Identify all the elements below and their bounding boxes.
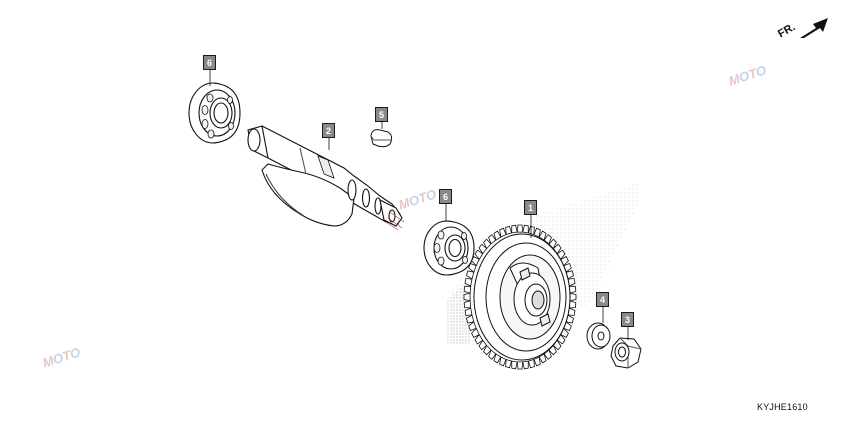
gear-tooth [466, 270, 475, 280]
right-bearing [423, 220, 475, 276]
gear-tooth [516, 361, 524, 370]
diagram-code: KYJHE1610 [757, 402, 808, 412]
gear-tooth [538, 353, 547, 364]
gear-tooth [468, 262, 477, 273]
gear-tooth [463, 292, 471, 302]
front-direction-arrow [800, 18, 828, 38]
gear-tooth [471, 256, 480, 267]
gear-tooth [468, 321, 477, 332]
gear-tooth [463, 285, 472, 294]
gear-tooth [464, 278, 473, 287]
gear-teeth [463, 224, 577, 370]
gear-tooth [478, 339, 488, 351]
gear-tooth [543, 349, 552, 360]
gear-tooth [516, 224, 524, 233]
nut [610, 337, 642, 369]
gear-tooth [471, 327, 480, 338]
gear-tooth [527, 225, 535, 236]
gear-tooth [505, 358, 513, 369]
gear-tooth [463, 300, 472, 309]
callout-1-balancer-gear: 1 [524, 200, 537, 215]
gear-tooth [511, 224, 518, 234]
gear-tooth [474, 334, 484, 345]
gear-tooth [538, 230, 547, 241]
gear-tooth [474, 249, 484, 260]
gear-tooth [483, 344, 492, 356]
balancer-gear [463, 224, 577, 370]
gear-tooth [533, 356, 541, 367]
left-bearing [188, 82, 241, 144]
gear-tooth [483, 238, 492, 250]
leader-lines [209, 69, 629, 340]
woodruff-key [370, 129, 393, 148]
gear-tooth [511, 360, 518, 370]
callout-5-key: 5 [375, 107, 388, 122]
washer [586, 322, 611, 350]
gear-tooth [499, 227, 507, 238]
callout-3-nut: 3 [621, 312, 634, 327]
callout-6-left-bearing: 6 [203, 55, 216, 70]
gear-tooth [499, 356, 507, 367]
gear-tooth [493, 353, 502, 364]
gear-tooth [464, 307, 473, 316]
gear-tooth [522, 224, 529, 234]
gear-tooth [505, 225, 513, 236]
gear-tooth [493, 230, 502, 241]
gear-tooth [543, 234, 552, 245]
callout-6-right-bearing: 6 [439, 189, 452, 204]
gear-tooth [466, 314, 475, 324]
gear-tooth [488, 234, 497, 245]
callout-4-washer: 4 [596, 292, 609, 307]
gear-tooth [488, 349, 497, 360]
balancer-shaft [247, 125, 405, 231]
gear-tooth [522, 360, 529, 370]
gear-tooth [533, 227, 541, 238]
callout-2-balancer-shaft: 2 [322, 123, 335, 138]
gear-tooth [569, 292, 577, 302]
gear-tooth [527, 358, 535, 369]
gear-tooth [478, 243, 488, 255]
